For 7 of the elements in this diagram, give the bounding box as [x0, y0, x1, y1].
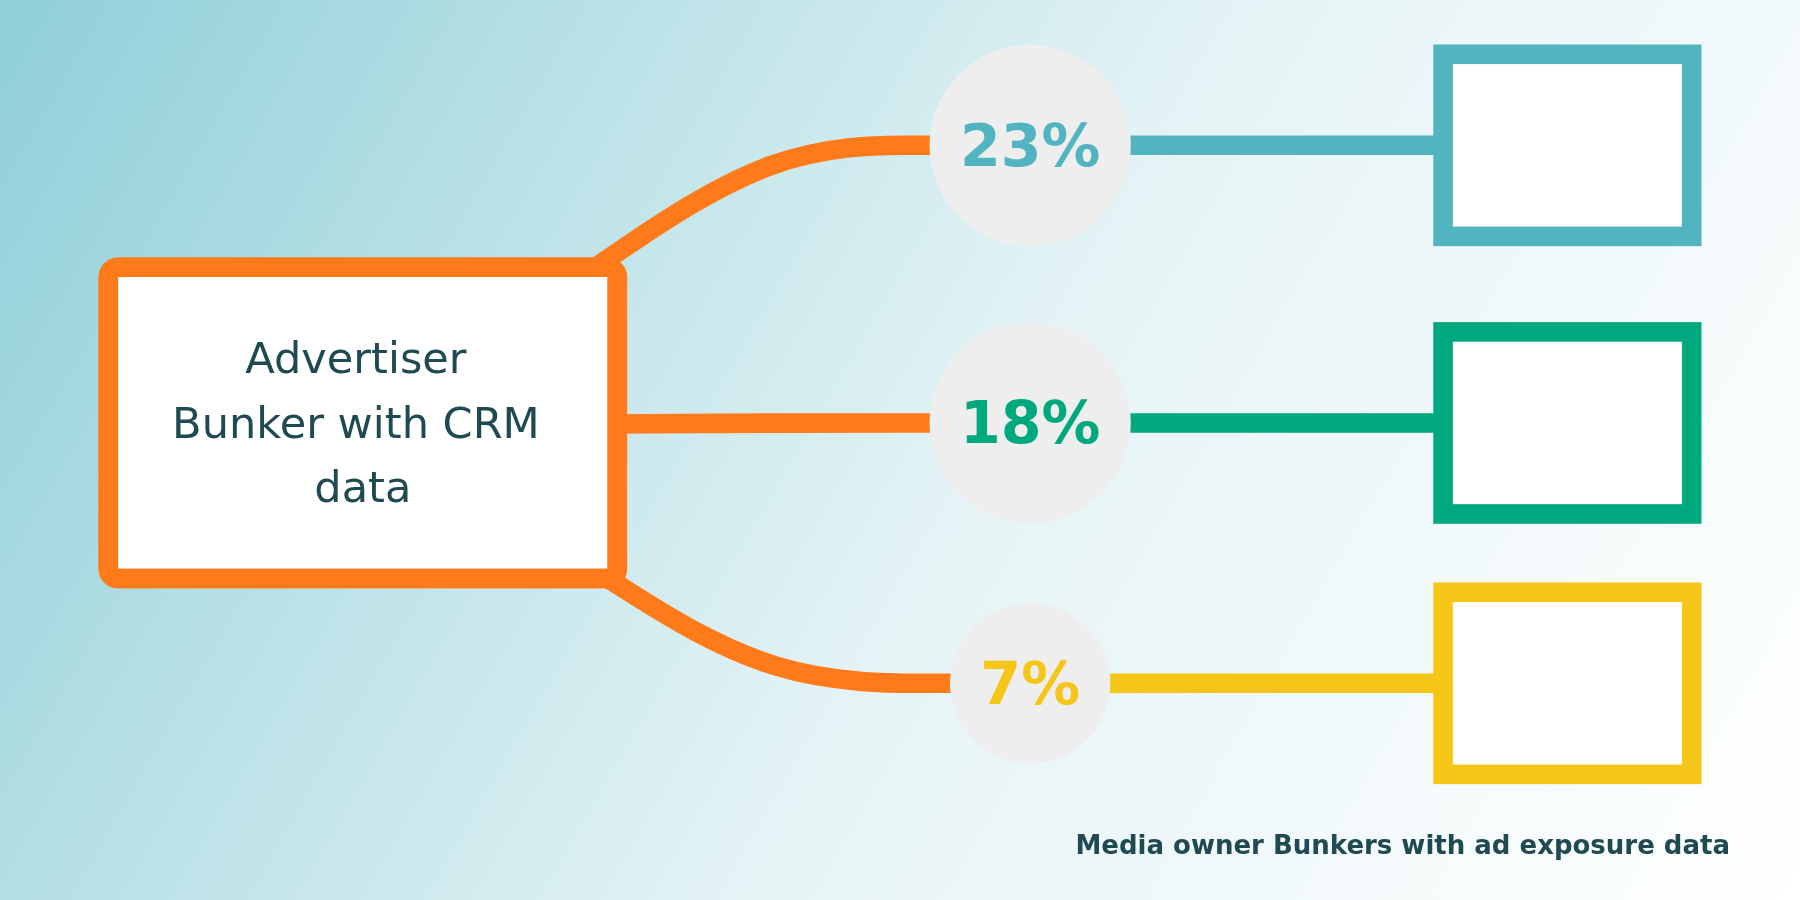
node-box [1433, 44, 1702, 247]
node-circle: 23% [929, 44, 1131, 246]
node-circle: 18% [929, 322, 1131, 524]
node-box [1433, 322, 1702, 524]
node-circle: 7% [950, 603, 1111, 764]
node-box [1433, 582, 1702, 785]
caption-text: Media owner Bunkers with ad exposure data [1075, 830, 1730, 860]
